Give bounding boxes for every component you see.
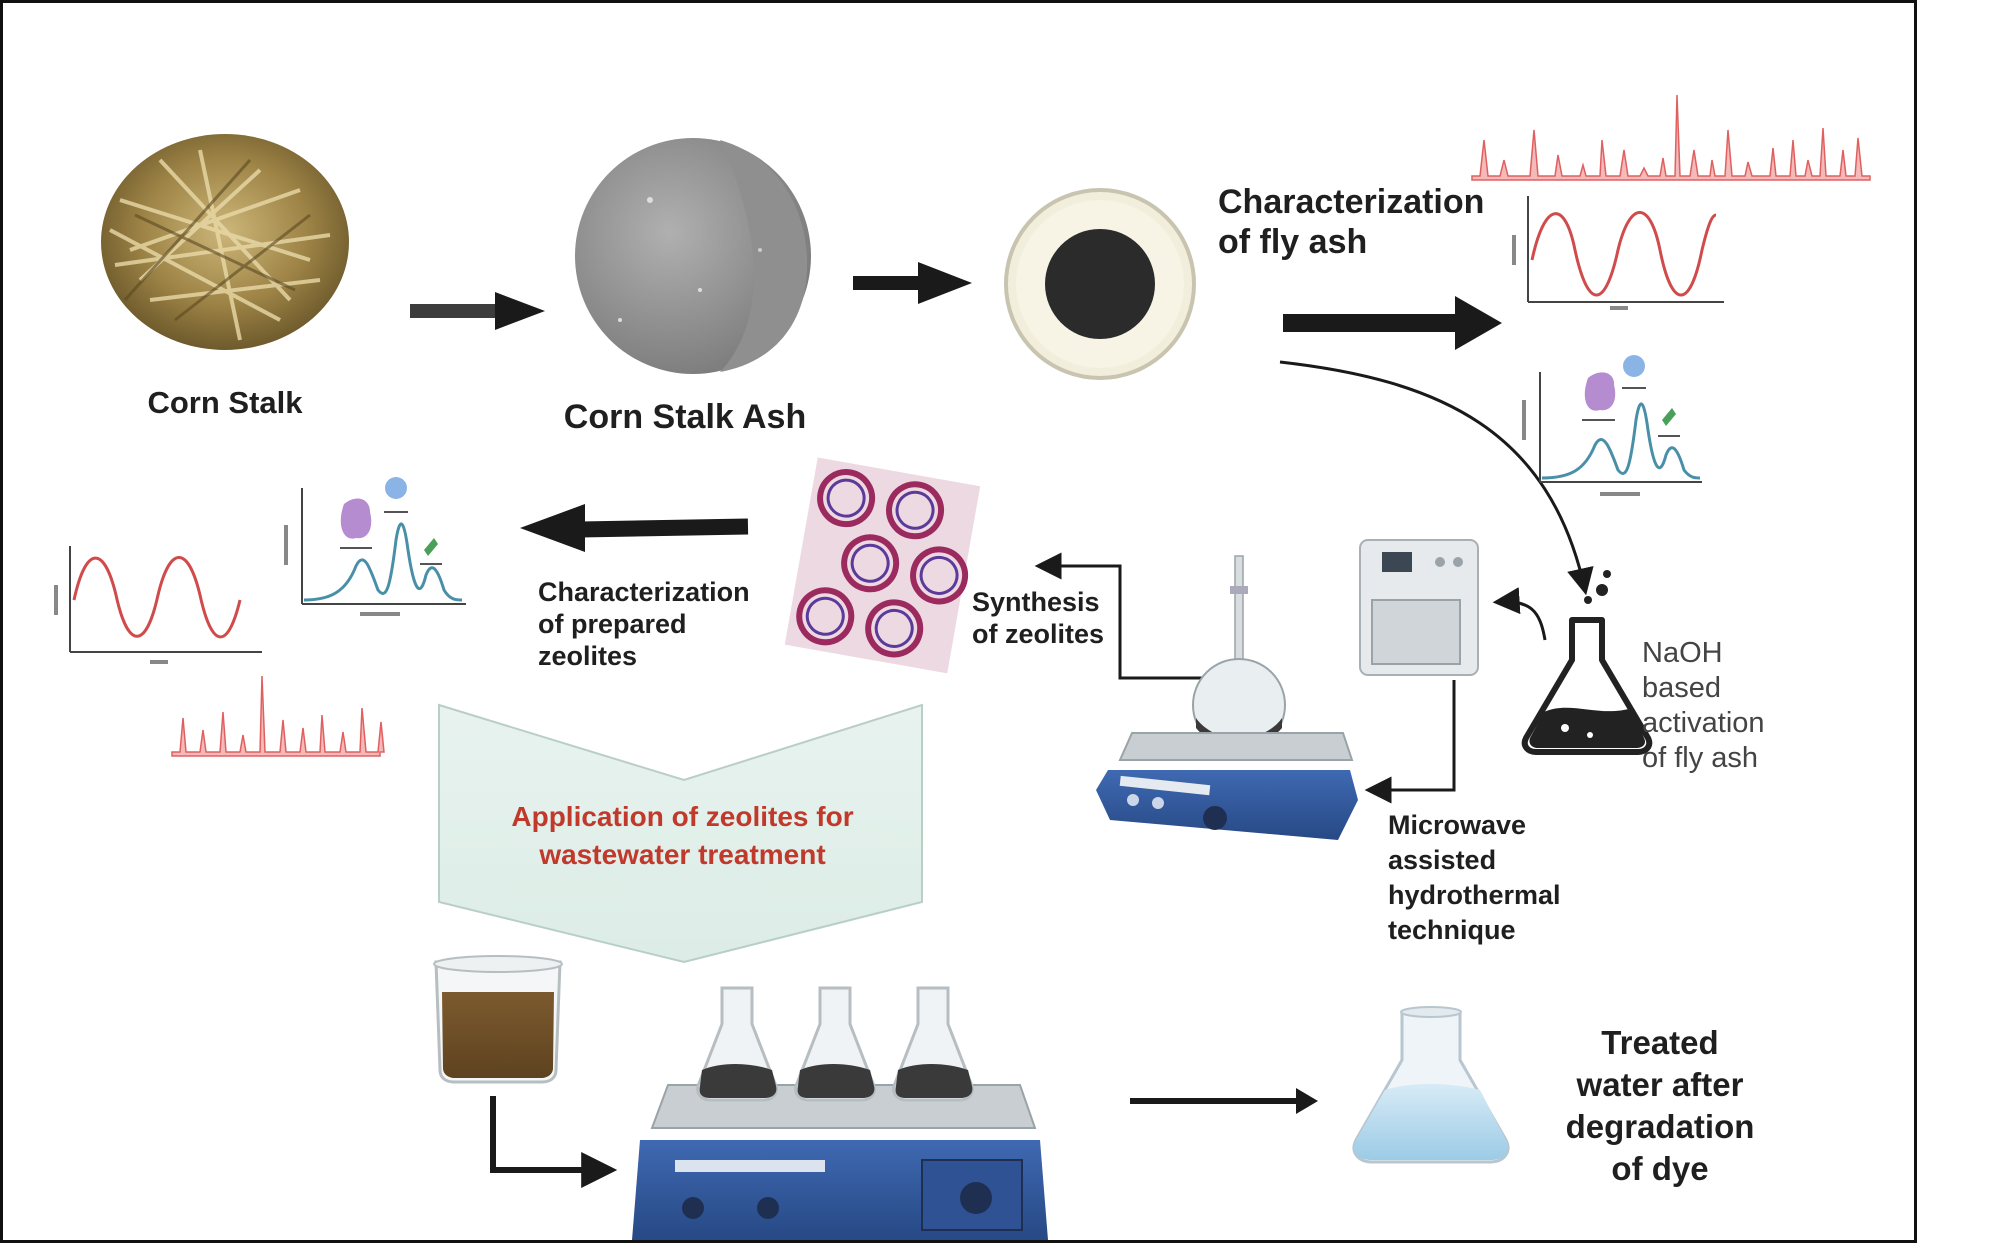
xrd-spectrum-icon xyxy=(1471,94,1871,181)
arrow-naoh-to-microwave xyxy=(1492,587,1547,641)
zeolite-characterization-line-3: zeolites xyxy=(538,641,638,671)
microwave-line-4: technique xyxy=(1388,915,1516,945)
petri-dish-icon xyxy=(1004,188,1196,380)
synthesis-line-1: Synthesis xyxy=(972,587,1100,617)
zeolite-characterization-line-2: of prepared xyxy=(538,609,687,639)
corn-stalk-label: Corn Stalk xyxy=(147,385,303,420)
fly-ash-characterization-line-2: of fly ash xyxy=(1218,223,1368,261)
arrow-ash-to-dish xyxy=(853,262,972,304)
left-chromatogram-plot-icon xyxy=(284,477,466,616)
naoh-activation-label: NaOH based activation of fly ash xyxy=(1642,636,1765,776)
microwave-technique-label: Microwave assisted hydrothermal techniqu… xyxy=(1388,808,1561,948)
arrow-corn-to-ash xyxy=(410,292,545,330)
arrow-to-zeolite-characterization xyxy=(520,504,749,552)
microwave-line-2: assisted xyxy=(1388,845,1497,875)
application-banner xyxy=(438,703,923,964)
arrow-microwave-to-hotplate xyxy=(1364,680,1456,804)
naoh-line-1: NaOH xyxy=(1642,637,1723,669)
fly-ash-characterization-label: Characterization of fly ash xyxy=(1218,182,1484,262)
microwave-oven-icon xyxy=(1359,539,1479,676)
zeolite-characterization-label: Characterization of prepared zeolites xyxy=(538,576,750,672)
microwave-line-3: hydrothermal xyxy=(1388,880,1561,910)
shaker-flasks-icon xyxy=(632,986,1048,1240)
treated-line-4: of dye xyxy=(1611,1150,1709,1187)
zeolite-characterization-line-1: Characterization xyxy=(538,577,750,607)
application-label: Application of zeolites for wastewater t… xyxy=(450,798,915,874)
treated-line-2: water after xyxy=(1576,1066,1744,1103)
treated-line-1: Treated xyxy=(1601,1024,1719,1061)
left-sine-wave-plot-icon xyxy=(54,546,262,664)
arrow-flask-to-synthesis xyxy=(1034,552,1205,680)
left-xrd-spectrum-icon xyxy=(171,675,385,757)
arrow-dish-to-characterization xyxy=(1283,296,1502,350)
corn-stalk-ash-label: Corn Stalk Ash xyxy=(563,398,807,436)
naoh-line-2: based xyxy=(1642,672,1722,704)
synthesis-label: Synthesis of zeolites xyxy=(972,586,1104,650)
naoh-line-3: activation xyxy=(1642,707,1765,739)
application-line-2: wastewater treatment xyxy=(539,839,826,870)
beaker-dye-icon xyxy=(433,955,563,1084)
round-flask-hotplate-icon xyxy=(1096,555,1358,840)
treated-line-3: degradation xyxy=(1565,1108,1755,1145)
treated-water-flask-icon xyxy=(1352,1006,1510,1164)
ash-disc-icon xyxy=(575,138,811,374)
treated-water-label: Treated water after degradation of dye xyxy=(1530,1022,1790,1190)
arrow-shaker-to-treated xyxy=(1130,1088,1318,1114)
corn-stalk-image xyxy=(101,134,349,350)
zeolite-structure-icon xyxy=(784,457,981,674)
curved-arrow-to-naoh xyxy=(1279,360,1594,596)
application-line-1: Application of zeolites for xyxy=(511,801,854,832)
naoh-line-4: of fly ash xyxy=(1642,742,1759,774)
sine-wave-plot-icon xyxy=(1512,196,1724,310)
microwave-line-1: Microwave xyxy=(1388,810,1527,840)
erlenmeyer-flask-icon xyxy=(1521,570,1653,755)
arrow-beaker-to-shaker xyxy=(490,1096,618,1188)
fly-ash-characterization-line-1: Characterization xyxy=(1218,183,1485,221)
chromatogram-plot-icon xyxy=(1522,355,1702,496)
synthesis-line-2: of zeolites xyxy=(972,619,1105,649)
